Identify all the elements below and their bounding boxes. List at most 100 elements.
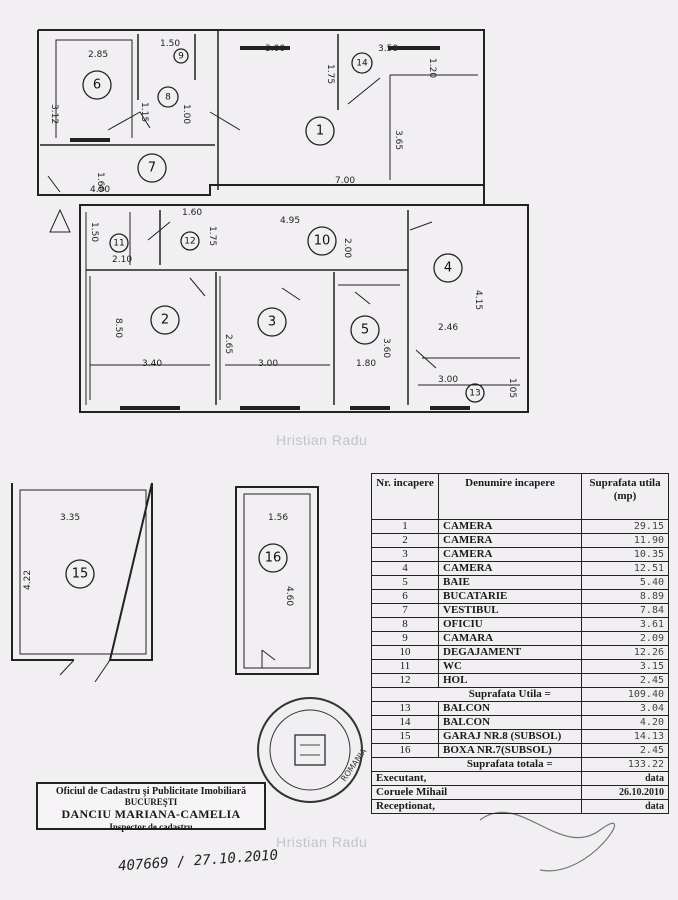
cell-nr: 2 <box>371 533 439 548</box>
dim-label: 4.95 <box>280 216 300 226</box>
dim-label: 1.05 <box>507 378 517 398</box>
annex-dim: 4.22 <box>23 570 33 590</box>
room-label-16: 16 <box>265 551 282 566</box>
footer-label: Coruele Mihail <box>371 785 582 800</box>
dim-label: 2.00 <box>342 238 352 258</box>
dim-label: 7.00 <box>335 176 355 186</box>
cell-name: CAMERA <box>438 561 582 576</box>
dim-label: 3.00 <box>438 375 458 385</box>
round-seal: ROMANIA <box>257 697 369 803</box>
dim-label: 1.60 <box>182 208 202 218</box>
room-label-7: 7 <box>148 161 156 176</box>
watermark: Hristian Radu <box>276 834 368 850</box>
stamp-name: DANCIU MARIANA-CAMELIA <box>61 807 241 821</box>
cell-area: 3.15 <box>581 659 669 674</box>
dim-label: 1.75 <box>207 226 217 246</box>
header-nr: Nr. incapere <box>371 473 439 520</box>
cell-nr: 3 <box>371 547 439 562</box>
cell-name: WC <box>438 659 582 674</box>
footer-right: data <box>581 771 669 786</box>
cell-name: CAMERA <box>438 547 582 562</box>
footer-label: Receptionat, <box>371 799 582 814</box>
dim-label: 3.00 <box>258 359 278 369</box>
cell-nr: 15 <box>371 729 439 744</box>
cell-area: 10.35 <box>581 547 669 562</box>
dim-label: 1.60 <box>95 172 105 192</box>
dim-label: 1.50 <box>160 39 180 49</box>
cell-area: 2.09 <box>581 631 669 646</box>
cell-area: 12.51 <box>581 561 669 576</box>
cell-nr: 9 <box>371 631 439 646</box>
dim-label: 3.00 <box>265 44 285 54</box>
dim-label: 2.85 <box>88 50 108 60</box>
cell-area: 14.13 <box>581 729 669 744</box>
cell-nr: 16 <box>371 743 439 758</box>
header-name: Denumire incapere <box>438 473 582 520</box>
dim-label: 4.15 <box>473 290 483 310</box>
room-label-13: 13 <box>469 389 480 399</box>
dim-label: 3.40 <box>142 359 162 369</box>
room-label-6: 6 <box>93 78 101 93</box>
cell-area: 7.84 <box>581 603 669 618</box>
room-label-11: 11 <box>113 239 124 249</box>
dim-label: 1.15 <box>139 102 149 122</box>
dim-label: 1.20 <box>427 58 437 78</box>
cell-area: 12.26 <box>581 645 669 660</box>
footer-right: 26.10.2010 <box>581 785 669 800</box>
dim-label: 3.65 <box>393 130 403 150</box>
dim-label: 4.90 <box>90 185 110 195</box>
dim-label: 3.50 <box>378 44 398 54</box>
subtotal-value: 109.40 <box>581 687 669 702</box>
cell-area: 3.61 <box>581 617 669 632</box>
total-value: 133.22 <box>581 757 669 772</box>
annex-dim: 4.60 <box>284 586 294 606</box>
dim-label: 1.75 <box>325 64 335 84</box>
room-area-table: Nr. incapere Denumire incapere Suprafata… <box>371 473 669 814</box>
room-label-12: 12 <box>184 237 195 247</box>
cell-nr: 8 <box>371 617 439 632</box>
total-label: Suprafata totala = <box>438 757 582 772</box>
dim-label: 3.12 <box>49 104 59 124</box>
cell-nr: 6 <box>371 589 439 604</box>
stamp-role: Inspector de cadastru <box>109 822 193 832</box>
cell-name: HOL <box>438 673 582 688</box>
cell-nr: 13 <box>371 701 439 716</box>
header-area: Suprafata utila (mp) <box>581 473 669 520</box>
cell-nr: 12 <box>371 673 439 688</box>
cell-name: BALCON <box>438 715 582 730</box>
watermark: Hristian Radu <box>276 432 368 448</box>
cell-nr: 1 <box>371 519 439 534</box>
cell-nr: 4 <box>371 561 439 576</box>
cell-area: 29.15 <box>581 519 669 534</box>
annex-dim: 1.56 <box>268 513 288 523</box>
cell-nr: 5 <box>371 575 439 590</box>
footer-row: Executant,data <box>371 771 669 786</box>
cell-name: BOXA nr.7(subsol) <box>438 743 582 758</box>
cell-nr: 11 <box>371 659 439 674</box>
cell-name: GARAJ nr.8 (subsol) <box>438 729 582 744</box>
room-label-3: 3 <box>268 315 276 330</box>
cell-area: 8.89 <box>581 589 669 604</box>
cell-name: OFICIU <box>438 617 582 632</box>
dim-label: 1.00 <box>181 104 191 124</box>
cell-area: 2.45 <box>581 673 669 688</box>
room-label-4: 4 <box>444 261 452 276</box>
dim-label: 1.50 <box>89 222 99 242</box>
dim-label: 8.50 <box>113 318 123 338</box>
room-label-2: 2 <box>161 313 169 328</box>
room-label-10: 10 <box>314 234 331 249</box>
cell-name: CAMERA <box>438 519 582 534</box>
room-label-5: 5 <box>361 323 369 338</box>
cell-area: 5.40 <box>581 575 669 590</box>
